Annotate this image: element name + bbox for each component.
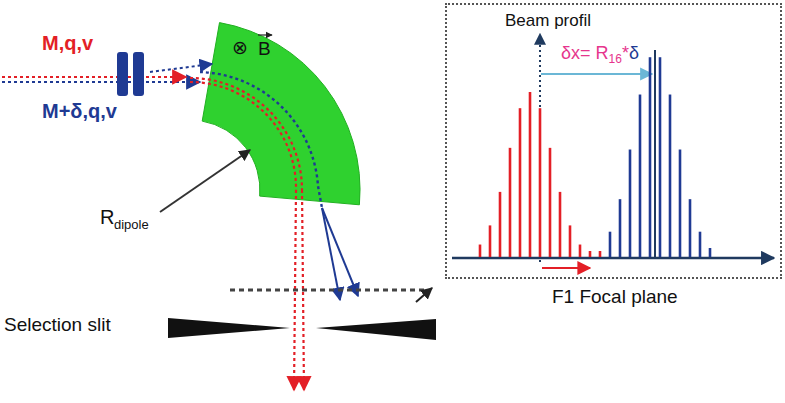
beam-line (2, 81, 200, 83)
slit-jaw (316, 319, 436, 340)
beam-line (2, 76, 186, 78)
histogram-bar (539, 108, 542, 257)
histogram-bar (499, 192, 502, 257)
histogram-bar (629, 150, 632, 257)
histogram-bar (489, 225, 492, 257)
radius-label: R (100, 206, 114, 229)
field-symbol: ⊗ (232, 37, 248, 59)
histogram-bar (679, 150, 682, 257)
focal-plane-line (230, 289, 425, 292)
histogram-bar (709, 248, 712, 257)
focal-plane-label: F1 Focal plane (552, 286, 678, 308)
formula-part: δx= R (561, 43, 609, 63)
vector-arrow (258, 34, 272, 35)
histogram-bar (689, 199, 692, 257)
histogram-bar (529, 92, 532, 257)
beam-trajectory (190, 82, 296, 190)
histogram-bar (649, 57, 652, 257)
beam-label: M+δ,q,v (42, 100, 117, 123)
beam-trajectory (322, 208, 340, 300)
histogram-bar (669, 95, 672, 257)
slit-jaw (168, 318, 290, 338)
inset-heading: Beam profil (505, 11, 591, 31)
pointer-arrow (416, 288, 432, 302)
profile-axis (539, 34, 541, 262)
field-label: B (258, 38, 271, 60)
beam-line (150, 64, 212, 72)
radius-subscript: dipole (114, 218, 149, 233)
dipole-magnet (202, 23, 360, 205)
beam-trajectory (200, 72, 322, 208)
histogram-bar (619, 199, 622, 257)
histogram-bar (479, 245, 482, 257)
histogram-bar (549, 148, 552, 257)
histogram-bar (609, 232, 612, 257)
formula-part: * (622, 43, 629, 63)
histogram-bar (639, 95, 642, 257)
profile-axis (452, 257, 774, 259)
beam-trajectory (322, 208, 358, 296)
quadrupole (133, 52, 144, 96)
inset-box: Beam profil δx= R16*δ (445, 3, 782, 279)
formula-part: 16 (609, 52, 622, 66)
histogram-bar (599, 251, 602, 257)
formula: δx= R16*δ (561, 43, 639, 67)
histogram-bar (699, 232, 702, 257)
histogram-bar (579, 245, 582, 257)
beam-trajectory (190, 78, 302, 190)
histogram-bar (509, 148, 512, 257)
shift-arrow (542, 267, 590, 269)
histogram-bar (519, 108, 522, 257)
peak-line (654, 50, 656, 258)
histogram-bar (589, 251, 592, 257)
histogram-bar (559, 192, 562, 257)
shift-arrow (541, 73, 652, 75)
formula-part: δ (629, 43, 639, 63)
quadrupole (117, 52, 128, 96)
histogram-bar (569, 225, 572, 257)
slit-label: Selection slit (4, 314, 111, 336)
beam-label: M,q,v (42, 32, 93, 55)
histogram-bar (659, 57, 662, 257)
leader-arrow (160, 150, 250, 212)
